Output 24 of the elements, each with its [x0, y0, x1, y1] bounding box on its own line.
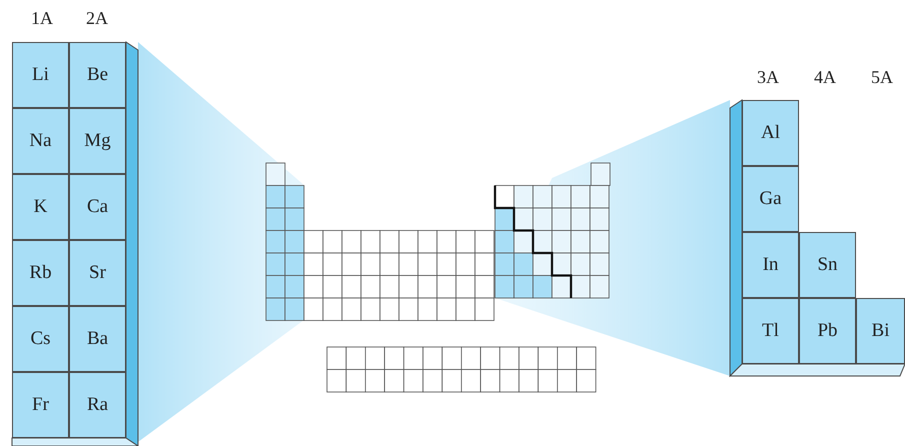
group-label: 4A	[814, 67, 836, 88]
element-cell: Be	[69, 42, 126, 108]
element-cell: Rb	[12, 240, 69, 306]
element-cell: Na	[12, 108, 69, 174]
element-cell: Fr	[12, 372, 69, 438]
group-label: 3A	[757, 67, 779, 88]
element-cell: Ca	[69, 174, 126, 240]
group-label: 5A	[871, 67, 893, 88]
element-cell: Cs	[12, 306, 69, 372]
group-label: 1A	[31, 8, 53, 29]
element-cell: K	[12, 174, 69, 240]
element-cell: Mg	[69, 108, 126, 174]
element-cell: Al	[742, 100, 799, 166]
group-label: 2A	[86, 8, 108, 29]
element-cell: Ra	[69, 372, 126, 438]
element-cell: Tl	[742, 298, 799, 364]
element-cell: Ba	[69, 306, 126, 372]
element-cell: Pb	[799, 298, 856, 364]
element-cell: Bi	[856, 298, 905, 364]
element-cell: Sr	[69, 240, 126, 306]
element-cell: Li	[12, 42, 69, 108]
element-cell: Ga	[742, 166, 799, 232]
element-cell: Sn	[799, 232, 856, 298]
element-cell: In	[742, 232, 799, 298]
